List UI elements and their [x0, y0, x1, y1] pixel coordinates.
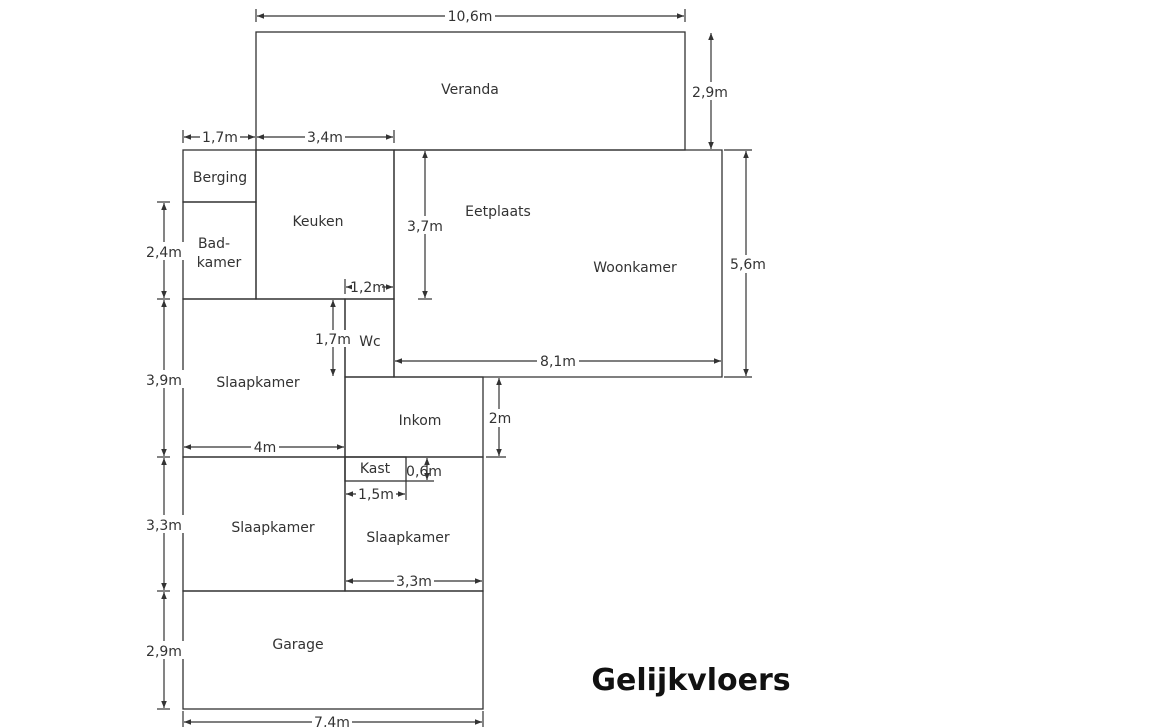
dim-label-eetplaats-height: 3,7m [407, 219, 443, 235]
dim-label-wc-width: 1,2m [350, 280, 386, 296]
room-label-kast: Kast [360, 461, 391, 477]
dim-label-veranda-depth: 2,9m [692, 85, 728, 101]
dim-label-veranda-width: 10,6m [448, 9, 493, 25]
dim-label-garage-height: 2,9m [146, 644, 182, 660]
room-label-veranda: Veranda [441, 82, 499, 98]
room-label-badkamer-line2: kamer [197, 255, 242, 271]
dim-label-slaapkamer2-height: 3,3m [146, 518, 182, 534]
dimension-lines [145, 6, 768, 727]
dim-label-keuken-width: 3,4m [307, 130, 343, 146]
room-label-berging: Berging [193, 170, 247, 186]
dim-label-inkom-height: 2m [489, 411, 512, 427]
room-label-woonkamer: Woonkamer [593, 260, 677, 276]
dim-label-woonkamer-width: 8,1m [540, 354, 576, 370]
plan-title: Gelijkvloers [591, 663, 790, 698]
dim-label-slaapkamer1-height: 3,9m [146, 373, 182, 389]
dim-label-berging-width: 1,7m [202, 130, 238, 146]
garage-outline [182, 590, 484, 710]
room-label-garage: Garage [272, 637, 323, 653]
room-label-eetplaats: Eetplaats [465, 204, 531, 220]
kast-outline [344, 456, 407, 482]
dim-label-slaapkamer1-width: 4m [254, 440, 277, 456]
room-label-slaapkamer-1: Slaapkamer [216, 375, 300, 391]
room-label-slaapkamer-3: Slaapkamer [366, 530, 450, 546]
dim-label-kast-depth: 0,6m [406, 464, 442, 480]
room-label-wc: Wc [359, 334, 381, 350]
room-labels: Veranda Berging Bad- kamer Keuken Eetpla… [193, 82, 677, 653]
dim-label-garage-width: 7,4m [314, 715, 350, 727]
dim-label-badkamer-height: 2,4m [146, 245, 182, 261]
room-label-badkamer-line1: Bad- [198, 236, 230, 252]
dimension-labels: 10,6m 2,9m 1,7m 3,4m 2,4m 3,7m 5,6m 1,2m… [146, 9, 766, 727]
room-label-slaapkamer-2: Slaapkamer [231, 520, 315, 536]
dim-label-slaapkamer3-width: 3,3m [396, 574, 432, 590]
dim-label-wc-height: 1,7m [315, 332, 351, 348]
walls [182, 31, 723, 710]
dim-label-living-height: 5,6m [730, 257, 766, 273]
dim-label-kast-width: 1,5m [358, 487, 394, 503]
room-label-keuken: Keuken [292, 214, 343, 230]
room-label-inkom: Inkom [399, 413, 442, 429]
